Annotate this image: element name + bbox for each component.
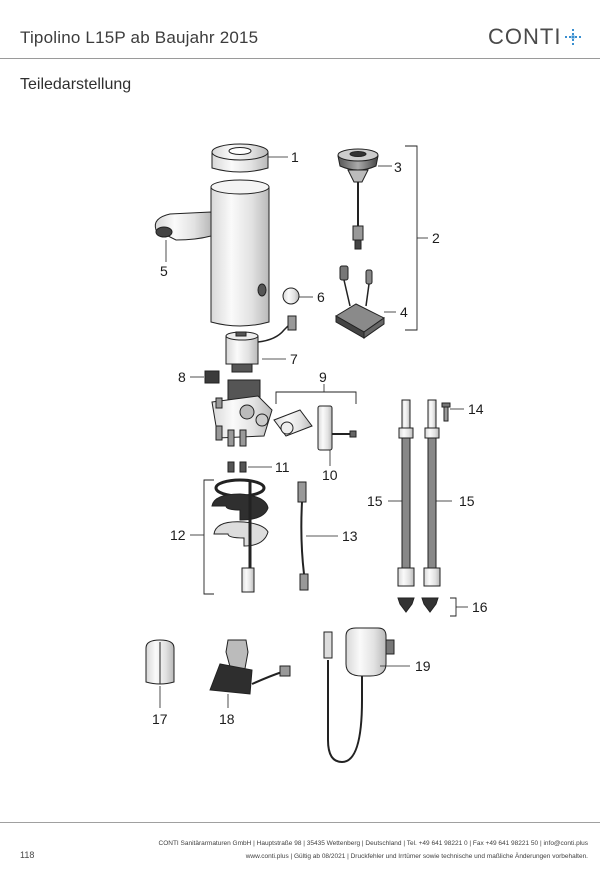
label-part-2: 2: [432, 230, 440, 246]
part-power-supply: [323, 627, 395, 764]
label-part-19: 19: [415, 658, 431, 674]
label-part-18: 18: [219, 711, 235, 727]
label-part-17: 17: [152, 711, 168, 727]
label-part-15-left: 15: [367, 493, 383, 509]
label-part-10: 10: [322, 467, 338, 483]
footer-company-info: CONTI Sanitärarmaturen GmbH | Hauptstraß…: [158, 840, 589, 847]
label-part-16: 16: [472, 599, 488, 615]
part-screw: [441, 402, 451, 422]
label-part-3: 3: [394, 159, 402, 175]
footer-divider: [0, 822, 600, 823]
logo-plus-icon: [565, 29, 581, 45]
part-mixing-unit: [273, 405, 357, 451]
header-divider: [0, 58, 600, 59]
part-hoses: [397, 399, 441, 587]
part-valve-coil: [225, 315, 297, 373]
label-part-13: 13: [342, 528, 358, 544]
footer-legal-note: www.conti.plus | Gültig ab 08/2021 | Dru…: [245, 853, 588, 860]
label-part-12: 12: [170, 527, 186, 543]
part-faucet-body: [154, 179, 270, 327]
part-cap: [211, 143, 269, 173]
part-sleeves: [227, 461, 247, 473]
part-sensor-module: [335, 265, 385, 339]
part-mounting-set: [211, 478, 269, 593]
section-title: Teiledarstellung: [20, 76, 132, 93]
label-part-6: 6: [317, 289, 325, 305]
part-battery-pack: [145, 639, 175, 685]
label-part-5: 5: [160, 263, 168, 279]
part-sensor: [337, 148, 379, 250]
part-nut: [204, 370, 220, 384]
conti-logo: CONTI: [488, 24, 562, 49]
label-part-15-right: 15: [459, 493, 475, 509]
page-number: 118: [20, 850, 35, 860]
label-part-9: 9: [319, 369, 327, 385]
document-title: Tipolino L15P ab Baujahr 2015: [20, 28, 259, 47]
label-part-8: 8: [178, 369, 186, 385]
label-part-7: 7: [290, 351, 298, 367]
label-part-4: 4: [400, 304, 408, 320]
part-cover-cap: [282, 287, 300, 305]
label-part-11: 11: [275, 459, 290, 475]
label-part-1: 1: [291, 149, 299, 165]
part-hose-nipples: [397, 597, 439, 613]
part-valve-body: [211, 379, 273, 447]
part-battery-holder: [209, 639, 291, 695]
part-cable: [297, 481, 309, 591]
label-part-14: 14: [468, 401, 484, 417]
